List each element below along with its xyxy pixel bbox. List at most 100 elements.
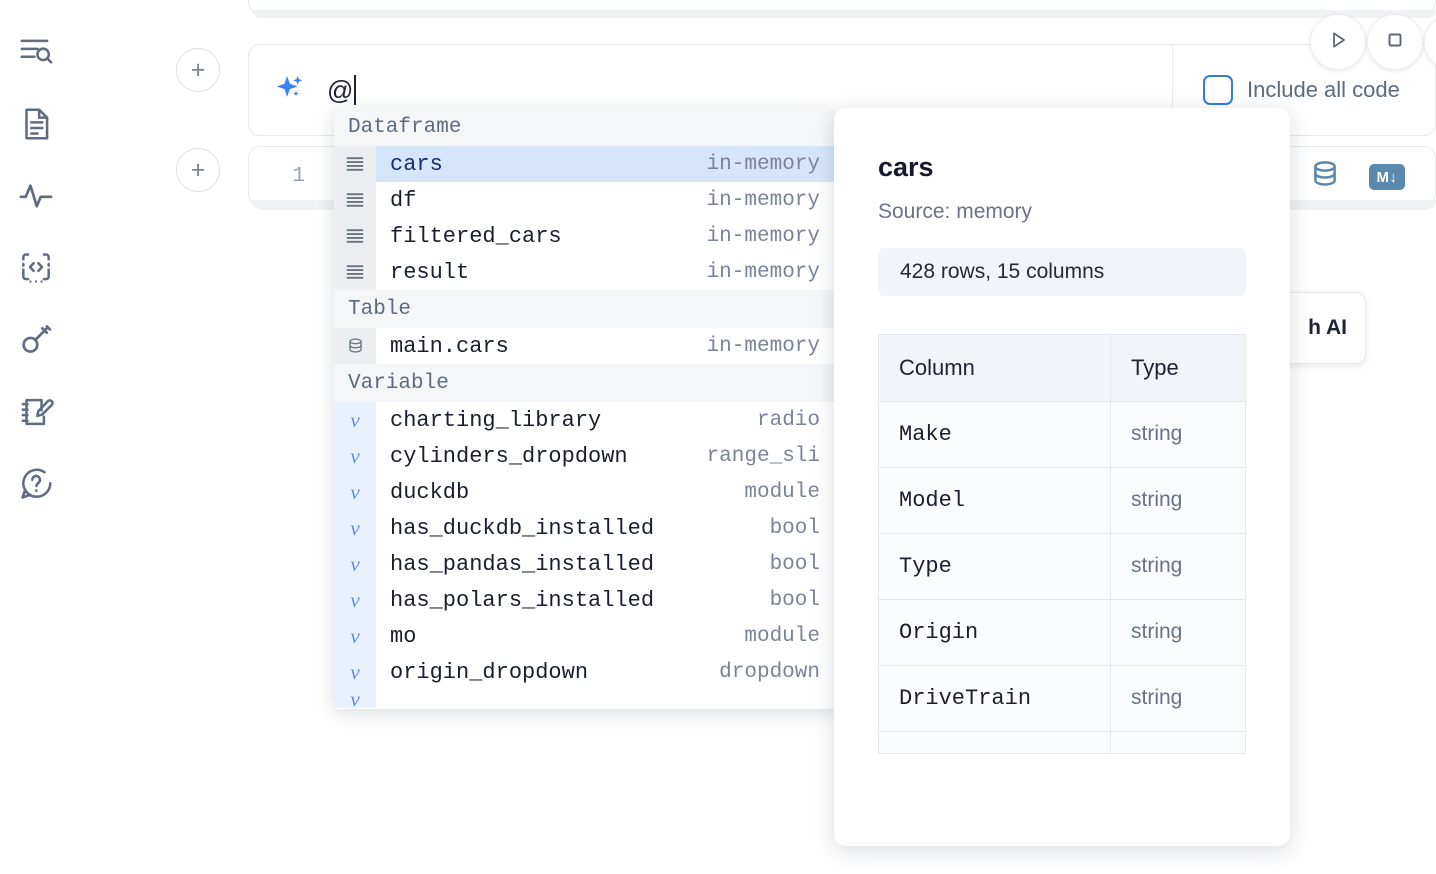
column-type-cell: string bbox=[1111, 402, 1245, 467]
ai-cell-options: Include all code bbox=[1173, 45, 1435, 135]
variable-icon: v bbox=[334, 510, 376, 546]
sidebar-item-help[interactable] bbox=[8, 448, 64, 520]
autocomplete-item-name: duckdb bbox=[390, 479, 470, 505]
autocomplete-item[interactable]: v has_polars_installed bool bbox=[334, 582, 834, 618]
autocomplete-item[interactable]: result in-memory bbox=[334, 254, 834, 290]
table-header-cell: Type bbox=[1111, 335, 1245, 401]
table-header-cell: Column bbox=[879, 335, 1111, 401]
autocomplete-item-kind: module bbox=[744, 624, 820, 648]
sidebar-item-explore[interactable] bbox=[8, 16, 64, 88]
autocomplete-item-kind: bool bbox=[769, 588, 820, 612]
autocomplete-item[interactable]: v charting_library radio bbox=[334, 402, 834, 438]
autocomplete-item-name: mo bbox=[390, 623, 417, 649]
sidebar-item-secrets[interactable] bbox=[8, 304, 64, 376]
include-all-code-toggle[interactable]: Include all code bbox=[1203, 75, 1400, 105]
autocomplete-item-name: df bbox=[390, 187, 417, 213]
markdown-icon[interactable]: M↓ bbox=[1369, 164, 1405, 190]
sidebar-item-activity[interactable] bbox=[8, 160, 64, 232]
variable-icon: v bbox=[334, 546, 376, 582]
autocomplete-item-clipped[interactable]: v bbox=[334, 690, 834, 708]
plus-icon: + bbox=[190, 55, 206, 84]
sidebar-rail bbox=[0, 0, 72, 874]
autocomplete-item-name: origin_dropdown bbox=[390, 659, 589, 685]
autocomplete-item[interactable]: v has_pandas_installed bool bbox=[334, 546, 834, 582]
run-button[interactable] bbox=[1310, 14, 1366, 70]
include-all-code-label: Include all code bbox=[1247, 77, 1400, 102]
autocomplete-item-kind: in-memory bbox=[706, 334, 820, 358]
doc-source: Source: memory bbox=[878, 200, 1033, 223]
code-cell-icons: M↓ bbox=[1309, 147, 1405, 207]
column-type-cell bbox=[1111, 732, 1245, 753]
autocomplete-item-name: cylinders_dropdown bbox=[390, 443, 628, 469]
include-all-code-checkbox[interactable] bbox=[1203, 75, 1233, 105]
add-cell-button-bottom[interactable]: + bbox=[176, 148, 220, 192]
scratchpad-icon bbox=[17, 393, 55, 431]
autocomplete-item-name: has_polars_installed bbox=[390, 587, 655, 613]
add-cell-button-top[interactable]: + bbox=[176, 48, 220, 92]
variable-icon: v bbox=[334, 690, 376, 708]
cell-above-shadow bbox=[252, 10, 1436, 18]
variable-icon: v bbox=[334, 618, 376, 654]
square-icon bbox=[1383, 28, 1407, 57]
sidebar-item-scratchpad[interactable] bbox=[8, 376, 64, 448]
autocomplete-item-name: main.cars bbox=[390, 333, 509, 359]
dataframe-icon bbox=[334, 182, 376, 218]
column-name-cell: Make bbox=[879, 402, 1111, 467]
autocomplete-item-name: has_pandas_installed bbox=[390, 551, 655, 577]
autocomplete-item[interactable]: main.cars in-memory bbox=[334, 328, 834, 364]
column-type-cell: string bbox=[1111, 666, 1245, 731]
autocomplete-item-kind: bool bbox=[769, 552, 820, 576]
column-type-cell: string bbox=[1111, 534, 1245, 599]
dataframe-icon bbox=[334, 218, 376, 254]
column-name-cell: DriveTrain bbox=[879, 666, 1111, 731]
autocomplete-item[interactable]: df in-memory bbox=[334, 182, 834, 218]
autocomplete-item-kind: in-memory bbox=[706, 260, 820, 284]
autocomplete-item-kind: radio bbox=[756, 408, 820, 432]
database-icon[interactable] bbox=[1309, 159, 1341, 196]
explore-icon bbox=[17, 33, 55, 71]
autocomplete-item-kind: module bbox=[744, 480, 820, 504]
activity-icon bbox=[17, 177, 55, 215]
autocomplete-item-kind: in-memory bbox=[706, 188, 820, 212]
doc-title: cars bbox=[878, 152, 934, 182]
help-icon bbox=[17, 465, 55, 503]
variable-icon: v bbox=[334, 474, 376, 510]
variable-icon: v bbox=[334, 402, 376, 438]
stop-button[interactable] bbox=[1367, 14, 1423, 70]
ai-prompt-input[interactable]: @ bbox=[249, 45, 1173, 135]
autocomplete-item-kind: in-memory bbox=[706, 224, 820, 248]
autocomplete-item-kind: bool bbox=[769, 516, 820, 540]
play-icon bbox=[1326, 28, 1350, 57]
variable-icon: v bbox=[334, 582, 376, 618]
ai-prompt-value-wrap: @ bbox=[327, 75, 357, 105]
column-name-cell: Origin bbox=[879, 600, 1111, 665]
sidebar-item-notebook[interactable] bbox=[8, 88, 64, 160]
column-name-cell bbox=[879, 732, 1111, 753]
code-icon bbox=[17, 249, 55, 287]
variable-icon: v bbox=[334, 438, 376, 474]
dataframe-icon bbox=[334, 146, 376, 182]
autocomplete-item-name: charting_library bbox=[390, 407, 602, 433]
sidebar-item-code[interactable] bbox=[8, 232, 64, 304]
column-name-cell: Type bbox=[879, 534, 1111, 599]
autocomplete-item-name: result bbox=[390, 259, 470, 285]
document-icon bbox=[17, 105, 55, 143]
column-type-cell: string bbox=[1111, 468, 1245, 533]
dataframe-icon bbox=[334, 254, 376, 290]
sparkle-icon bbox=[273, 73, 307, 107]
autocomplete-item-kind: in-memory bbox=[706, 152, 820, 176]
